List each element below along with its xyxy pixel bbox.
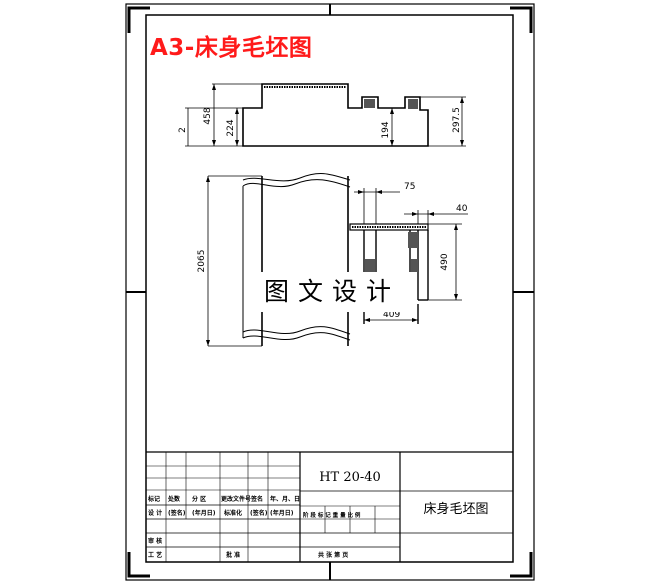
dim-409: 409 — [383, 310, 400, 320]
tb-marker: 标记 — [147, 495, 160, 503]
tb-change-no: 更改文件号 — [221, 495, 251, 503]
tb-std-sign: (签名) — [250, 509, 268, 517]
tb-date: 年、月、日 — [270, 495, 300, 503]
tb-zone: 分 区 — [192, 495, 206, 503]
drawing-name: 床身毛坯图 — [423, 502, 489, 517]
title-block-grid — [146, 451, 513, 562]
dim-2: 2 — [178, 127, 188, 133]
tb-stage-weight-scale: 阶 段 标 记 重 量 比 例 — [303, 511, 361, 519]
tb-design-sign: (签名) — [168, 509, 186, 517]
centering-marks — [126, 4, 534, 580]
tb-review: 审 核 — [148, 537, 162, 545]
dim-194: 194 — [381, 121, 391, 138]
title-block-labels: 标记 处数 分 区 更改文件号 签名 年、月、日 设 计 (签名) (年月日) … — [147, 495, 361, 559]
tb-process: 工 艺 — [148, 551, 162, 559]
drawing-title: A3-床身毛坯图 — [150, 35, 313, 61]
watermark: 图文设计 — [256, 272, 408, 312]
tb-sign: 签名 — [250, 495, 263, 503]
tb-std-date: (年月日) — [270, 509, 294, 517]
corner-marks — [127, 6, 533, 578]
tb-count: 处数 — [167, 495, 181, 503]
tb-standard: 标准化 — [223, 509, 242, 517]
front-view — [206, 173, 468, 347]
tb-sheet-count: 共 张 第 页 — [318, 551, 348, 559]
dim-224: 224 — [226, 119, 236, 136]
dim-2065: 2065 — [197, 250, 207, 273]
dim-490: 490 — [440, 253, 450, 270]
dim-458: 458 — [203, 107, 213, 124]
top-view — [185, 83, 466, 147]
dim-40: 40 — [456, 204, 468, 214]
tb-design-date: (年月日) — [192, 509, 216, 517]
tb-design: 设 计 — [148, 509, 162, 517]
material-code: HT 20-40 — [319, 470, 381, 485]
dim-75: 75 — [404, 182, 415, 192]
tb-approve: 批 准 — [226, 551, 240, 559]
dim-297-5: 297.5 — [452, 107, 462, 133]
dimension-labels: 2 458 224 194 297.5 2065 75 40 490 409 — [178, 107, 468, 320]
